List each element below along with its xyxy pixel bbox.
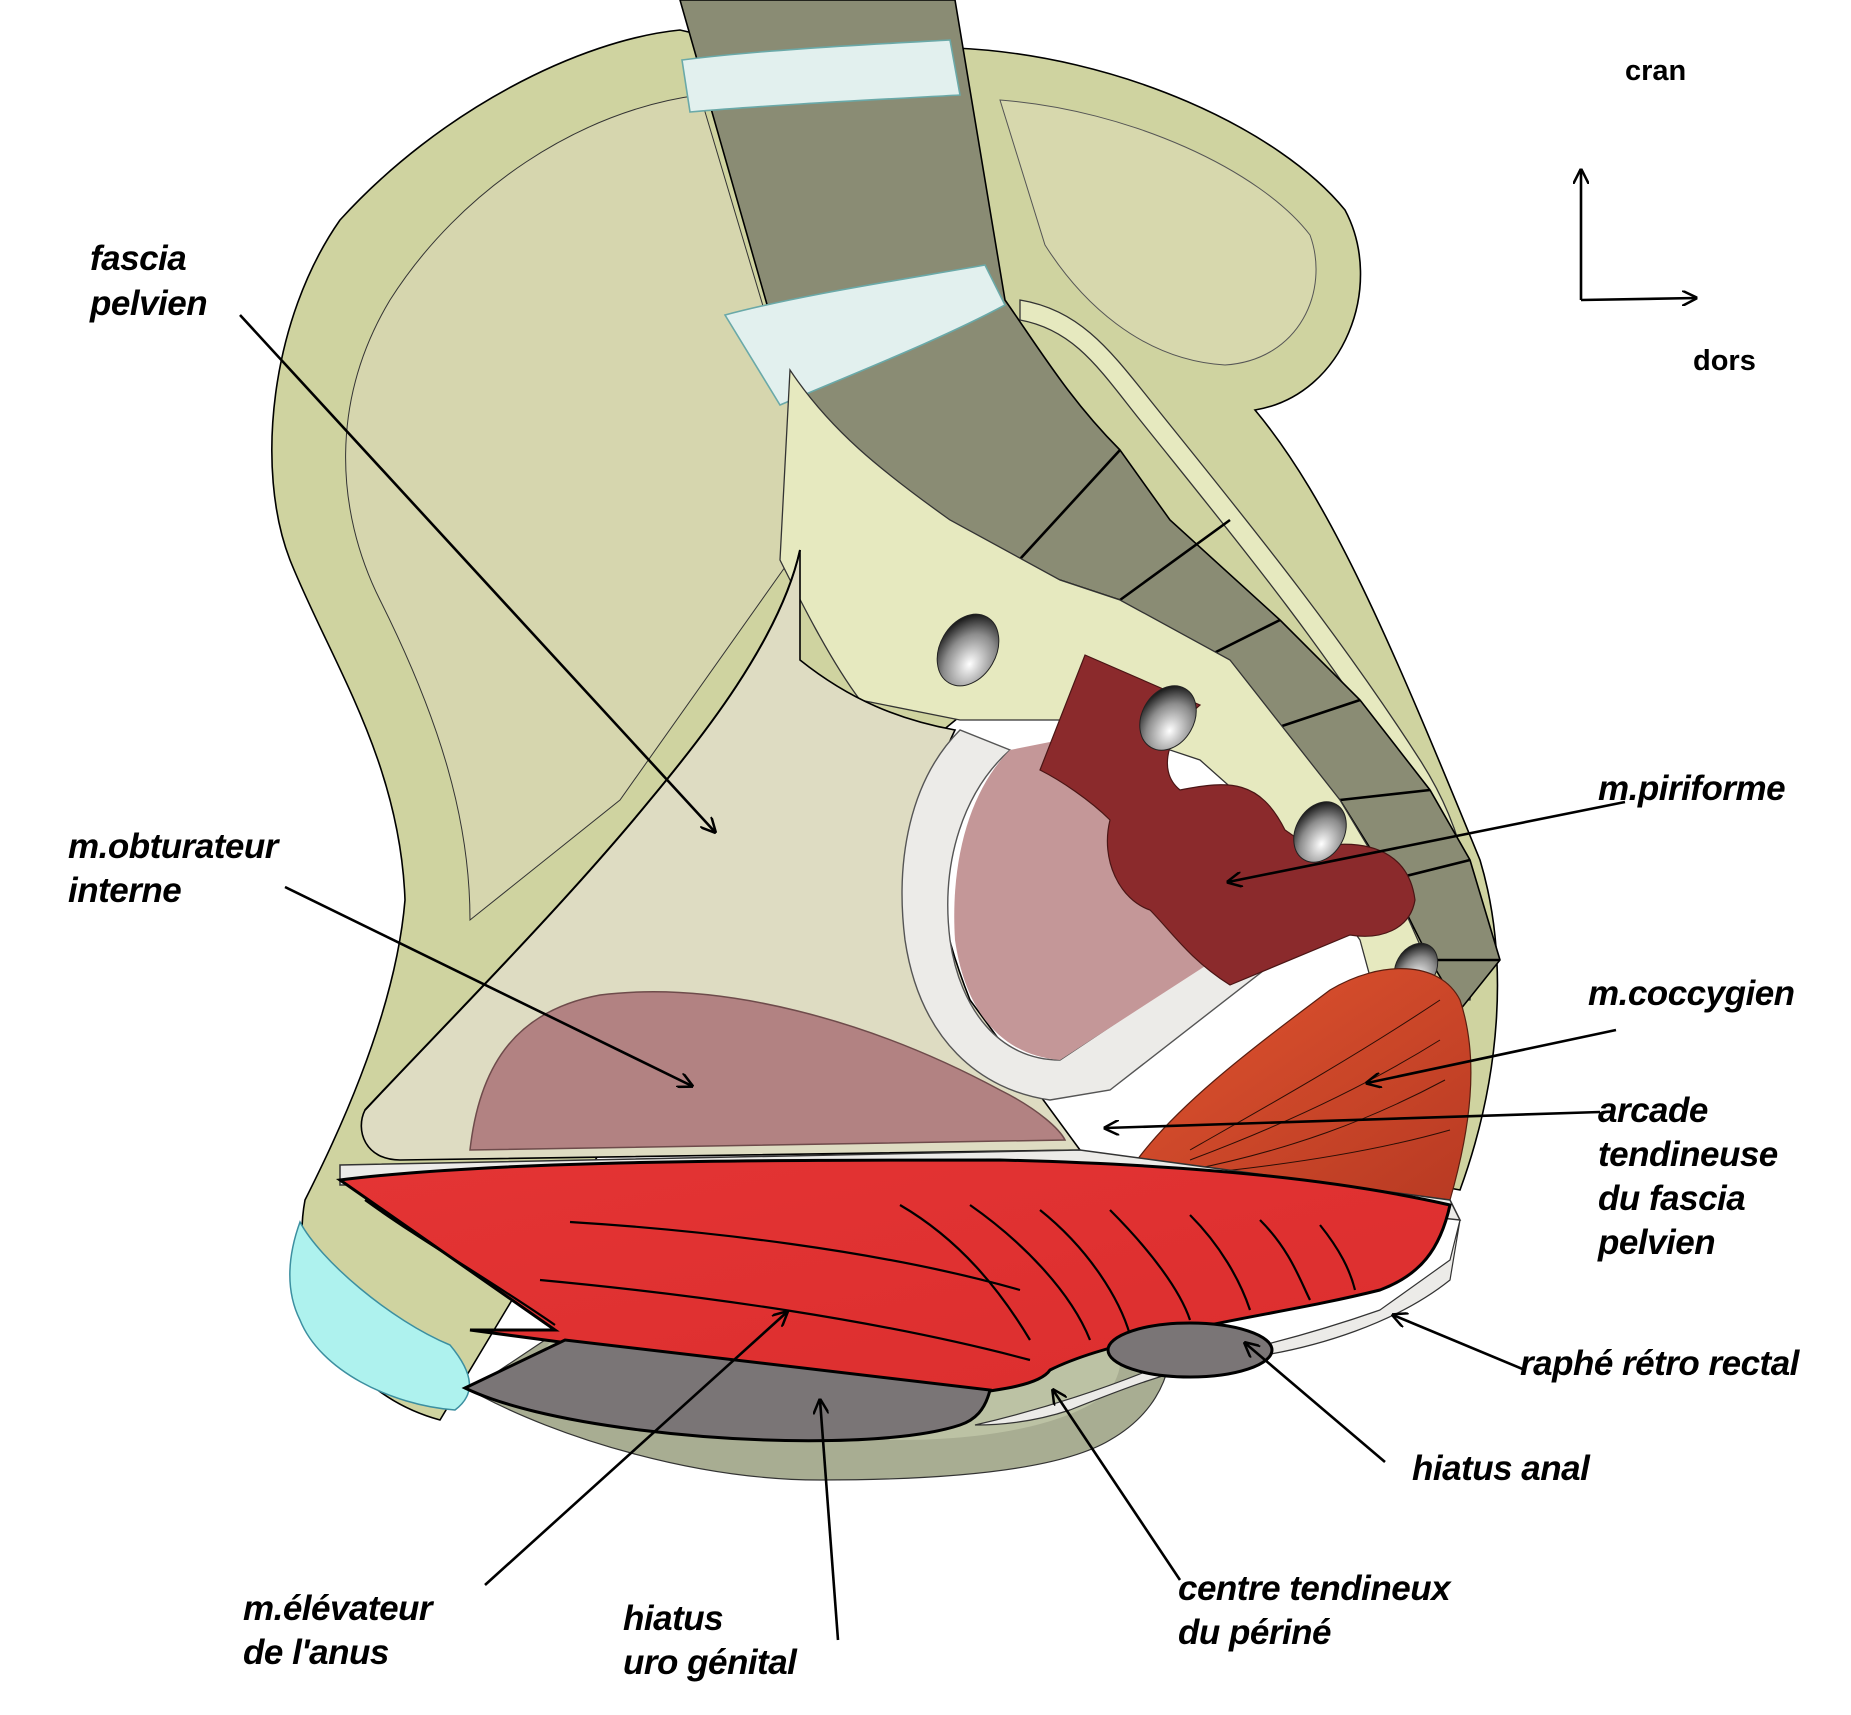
sacral-foramen-3 [1293,801,1347,863]
dorsal-label: dors [1693,345,1756,377]
label-obturateur-line1: m.obturateur [68,827,281,866]
sacral-seg-line-5 [1339,788,1431,802]
perineal-tendon-strip [974,1219,1461,1426]
piriformis-muscle [1039,654,1416,986]
disc-lower [723,264,1007,407]
leader-obturateur [284,885,692,1086]
label-hiatus-ug-line1: hiatus [623,1599,723,1638]
orientation-axes: cran dors [1581,55,1756,377]
dorsal-arrow [1580,298,1696,300]
label-hiatus-anal: hiatus anal [1412,1449,1591,1488]
sacral-seg-line-4 [1269,698,1361,732]
disc-upper [681,39,961,113]
pelvic-fascia-edge [364,549,801,1111]
label-elevateur-line2: de l'anus [243,1633,389,1672]
leader-hiatus-ug [820,1400,840,1641]
labels: fascia pelvien m.obturateur interne m.pi… [68,239,1801,1682]
label-arcade-line4: pelvien [1597,1223,1715,1262]
label-hiatus-ug-line2: uro génital [623,1643,798,1682]
label-centre-line2: du périné [1178,1613,1331,1652]
sacral-crest-band [1019,299,1474,1001]
cranial-label: cran [1625,55,1686,87]
piriformis-region [901,613,1439,1101]
leader-fascia [239,314,715,832]
label-elevateur-line1: m.élévateur [243,1589,435,1628]
leader-piriforme [1228,800,1626,882]
sacral-foramen-1 [936,613,1000,687]
sacral-seg-line-1 [1009,449,1121,571]
label-arcade-line3: du fascia [1598,1179,1745,1218]
leader-raphe [1393,1315,1526,1372]
anal-hiatus [1106,1321,1274,1379]
label-obturateur-line2: interne [68,871,181,910]
leader-arcade [1105,1110,1601,1128]
leader-coccygien [1367,1028,1617,1083]
leader-centre [1053,1390,1182,1581]
label-arcade-line1: arcade [1598,1091,1708,1130]
label-raphe: raphé rétro rectal [1520,1344,1801,1383]
sacral-seg-line-2 [1119,518,1231,602]
sacrum-inner-shell [999,99,1317,366]
levator-ani-muscle [335,1158,1452,1397]
urogenital-hiatus [461,1338,992,1443]
leader-hiatus-anal [1245,1343,1386,1463]
obturator-internus-muscle [469,991,1067,1151]
label-arcade-line2: tendineuse [1598,1135,1778,1174]
label-fascia-line2: pelvien [89,284,207,323]
label-fascia-line1: fascia [90,239,186,278]
label-piriforme: m.piriforme [1598,769,1785,808]
label-centre-line1: centre tendineux [1178,1569,1452,1608]
leader-lines [239,314,1626,1641]
label-coccygien: m.coccygien [1588,974,1795,1013]
coccygeus-muscle [1129,968,1472,1201]
pubic-symphysis-cartilage [289,1220,471,1411]
lumbar-sacral-column [679,0,1501,1172]
sacral-foramen-2 [1139,685,1197,751]
leader-elevateur [484,1312,787,1586]
ilium-inner [345,94,801,922]
